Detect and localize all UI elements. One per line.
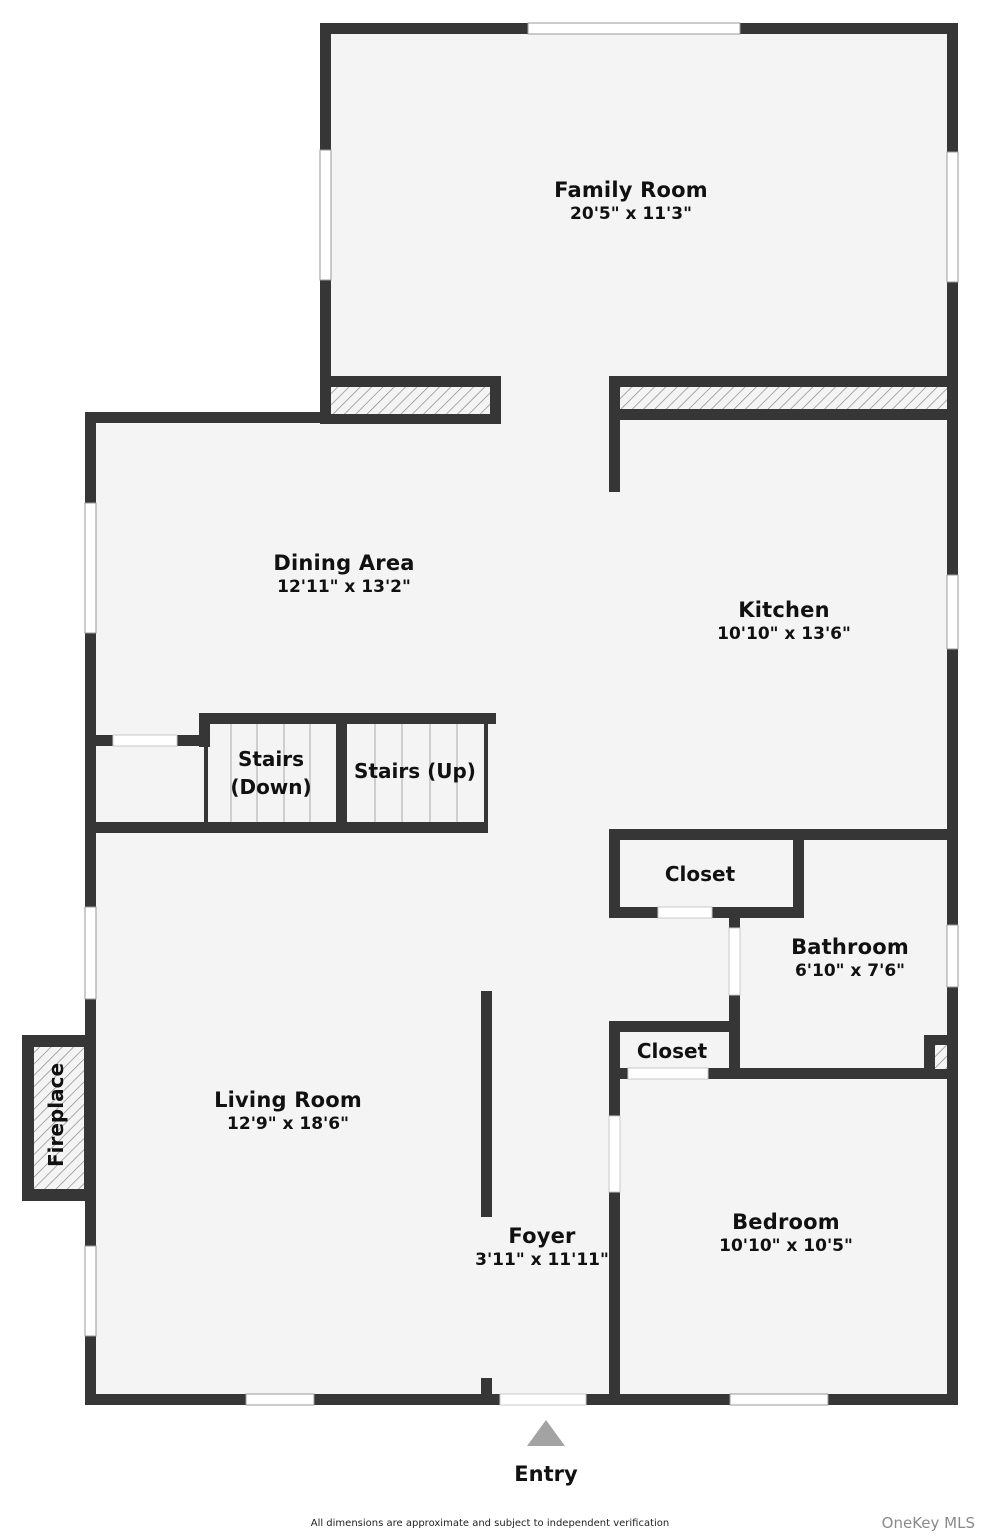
room-label-living-room: Living Room 12'9" x 18'6" — [214, 1087, 362, 1135]
room-name: Bathroom — [791, 935, 909, 959]
door-openings — [112, 734, 741, 1406]
room-name: Living Room — [214, 1088, 362, 1112]
room-name: Stairs (Up) — [354, 759, 476, 783]
room-label-stairs-down: Stairs (Down) — [230, 744, 311, 802]
room-name: Family Room — [554, 178, 708, 202]
room-name: Closet — [664, 862, 736, 886]
room-dimensions: 10'10" x 13'6" — [717, 624, 851, 644]
room-name: Stairs — [237, 747, 305, 771]
room-name: Foyer — [508, 1224, 576, 1248]
disclaimer-text: All dimensions are approximate and subje… — [310, 1518, 670, 1529]
windows — [84, 22, 959, 1406]
stair-treads — [230, 724, 458, 822]
room-label-stairs-up: Stairs (Up) — [354, 756, 476, 786]
brand-watermark: OneKey MLS — [881, 1514, 975, 1532]
room-name: Kitchen — [738, 598, 830, 622]
room-label-closet-upper: Closet — [665, 859, 735, 889]
room-label-foyer: Foyer 3'11" x 11'11" — [475, 1223, 609, 1271]
room-dimensions: 10'10" x 10'5" — [719, 1236, 853, 1256]
room-dimensions: 12'11" x 13'2" — [277, 577, 411, 597]
entry-arrow-icon — [527, 1420, 565, 1446]
room-dimensions: 12'9" x 18'6" — [227, 1114, 349, 1134]
floor-area — [85, 24, 958, 1404]
room-label-bathroom: Bathroom 6'10" x 7'6" — [791, 934, 909, 982]
entry-label: Entry — [514, 1462, 578, 1486]
room-dimensions: 3'11" x 11'11" — [475, 1250, 609, 1270]
room-label-bedroom: Bedroom 10'10" x 10'5" — [719, 1209, 853, 1257]
room-label-dining-area: Dining Area 12'11" x 13'2" — [273, 550, 414, 598]
room-name-line2: (Down) — [230, 775, 312, 799]
hatched-fixtures — [34, 387, 947, 1189]
room-label-kitchen: Kitchen 10'10" x 13'6" — [717, 597, 851, 645]
room-name: Bedroom — [732, 1210, 840, 1234]
room-label-closet-lower: Closet — [637, 1036, 707, 1066]
room-dimensions: 6'10" x 7'6" — [794, 961, 906, 981]
room-name: Dining Area — [273, 551, 415, 575]
room-name: Closet — [636, 1039, 708, 1063]
room-label-fireplace: Fireplace — [44, 1062, 68, 1168]
room-label-family-room: Family Room 20'5" x 11'3" — [554, 177, 708, 225]
room-dimensions: 20'5" x 11'3" — [570, 204, 692, 224]
